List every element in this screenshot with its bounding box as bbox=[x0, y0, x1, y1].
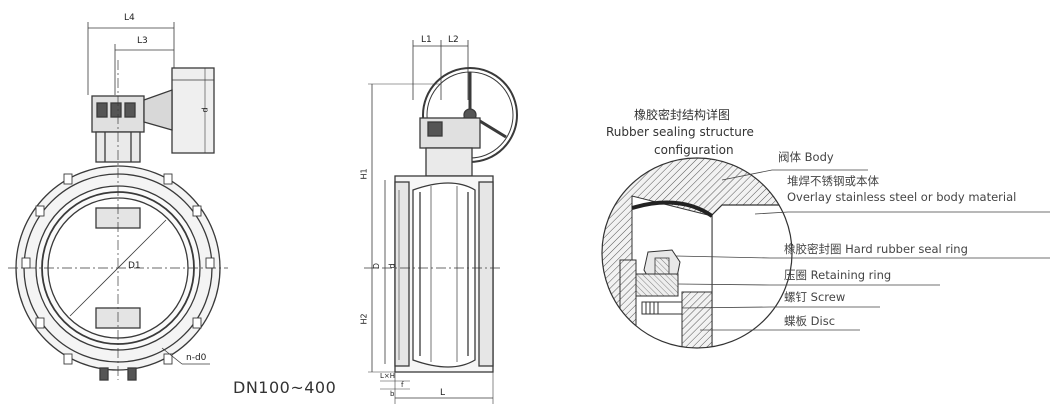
callout-overlay: 堆焊不锈钢或本体 Overlay stainless steel or body… bbox=[787, 174, 1017, 204]
dim-d-label: d bbox=[200, 107, 210, 113]
callout-retaining-ring: 压圈 Retaining ring bbox=[784, 268, 892, 282]
callout-rubber-seal-en: Hard rubber seal ring bbox=[845, 242, 968, 256]
dim-d-side-label: d bbox=[387, 263, 397, 269]
dim-lxH-label: L×H bbox=[380, 372, 396, 380]
callout-retaining-ring-cn: 压圈 bbox=[784, 268, 807, 282]
callout-overlay-cn: 堆焊不锈钢或本体 bbox=[787, 174, 879, 188]
callout-rubber-seal: 橡胶密封圈 Hard rubber seal ring bbox=[784, 242, 968, 256]
dim-H2-label: H2 bbox=[359, 313, 369, 325]
callout-screw-cn: 螺钉 bbox=[784, 290, 807, 304]
callout-disc-cn: 蝶板 bbox=[784, 314, 807, 328]
detail-title-en-2: configuration bbox=[654, 143, 734, 157]
callout-overlay-en: Overlay stainless steel or body material bbox=[787, 189, 1017, 204]
callout-rubber-seal-cn: 橡胶密封圈 bbox=[784, 242, 842, 256]
dim-L1-label: L1 bbox=[421, 35, 432, 45]
callout-body-cn: 阀体 bbox=[778, 150, 801, 164]
dim-L-label: L bbox=[440, 388, 446, 398]
callout-screw-en: Screw bbox=[810, 290, 846, 304]
dim-L4-label: L4 bbox=[124, 13, 135, 23]
dim-f-label: f bbox=[401, 381, 404, 389]
detail-view bbox=[601, 157, 1050, 349]
size-range-label: DN100~400 bbox=[233, 378, 337, 397]
dim-D-label: D bbox=[372, 262, 382, 270]
callout-body: 阀体 Body bbox=[778, 150, 834, 164]
dim-b-label: b bbox=[390, 390, 395, 398]
dim-L2-label: L2 bbox=[448, 35, 459, 45]
callout-retaining-ring-en: Retaining ring bbox=[810, 268, 892, 282]
detail-title-cn: 橡胶密封结构详图 bbox=[634, 108, 731, 122]
callout-disc: 蝶板 Disc bbox=[784, 314, 836, 328]
callout-disc-en: Disc bbox=[810, 314, 836, 328]
side-view bbox=[364, 40, 518, 404]
dim-n-d0-label: n-d0 bbox=[186, 353, 207, 363]
detail-title-en-1: Rubber sealing structure bbox=[606, 125, 754, 139]
callout-body-en: Body bbox=[804, 150, 834, 164]
callout-screw: 螺钉 Screw bbox=[784, 290, 846, 304]
dim-L3-label: L3 bbox=[137, 36, 148, 46]
dim-D1-label: D1 bbox=[128, 261, 141, 271]
front-view bbox=[8, 22, 228, 381]
dim-H1-label: H1 bbox=[359, 168, 369, 180]
